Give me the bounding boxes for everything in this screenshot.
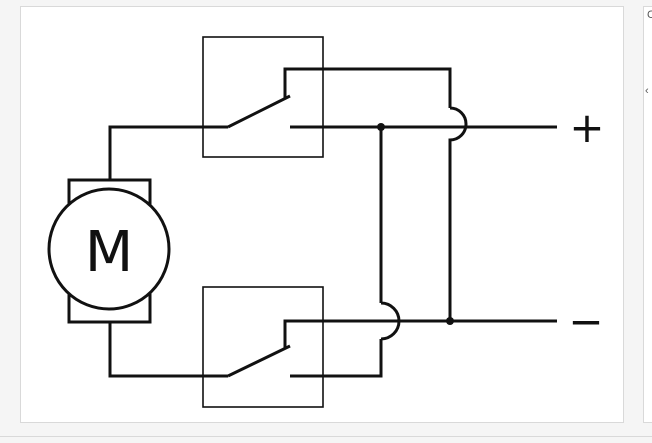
junction-dot-bottom — [446, 317, 454, 325]
terminal-positive-label: + — [569, 103, 604, 152]
relay-bottom-box — [202, 286, 324, 408]
side-panel: C ‹ — [643, 6, 652, 423]
relay-bottom-contact — [290, 339, 383, 378]
side-panel-arrow-icon[interactable]: ‹ — [645, 85, 649, 97]
motor-lead-bottom — [108, 322, 228, 378]
motor-symbol — [47, 187, 171, 311]
junction-dot-top — [377, 123, 385, 131]
terminal-negative-label: − — [568, 297, 603, 346]
relay-top-blade — [227, 94, 291, 129]
rail-right-vertical — [448, 106, 468, 321]
side-panel-label: C — [647, 9, 652, 21]
relay-top-common — [283, 67, 452, 108]
bottom-divider — [0, 436, 652, 437]
relay-top-box — [202, 36, 324, 158]
relay-bottom-common — [283, 319, 381, 349]
motor-lead-top — [108, 125, 228, 180]
motor-label: M — [85, 220, 133, 285]
relay-bottom-blade — [227, 344, 291, 378]
